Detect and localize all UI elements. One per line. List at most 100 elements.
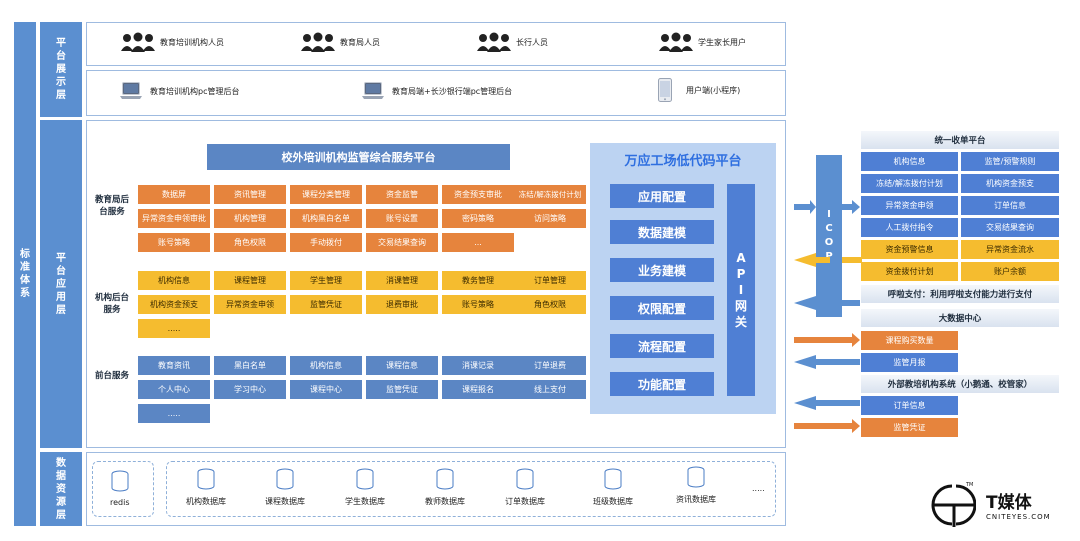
persona-label: 教育局人员 xyxy=(340,37,380,47)
frontend-item: 课程中心 xyxy=(290,380,362,399)
edu-bureau-item: 数据屏 xyxy=(138,185,210,204)
frontend-item: 课程信息 xyxy=(366,356,438,375)
arrow-left xyxy=(794,355,860,369)
database-icon xyxy=(604,468,622,490)
edu-bureau-item: 资讯管理 xyxy=(214,185,286,204)
inst-backend-item: 消课管理 xyxy=(366,271,438,290)
arrow-left xyxy=(794,296,860,310)
bigdata-title: 大数据中心 xyxy=(861,309,1059,327)
terminal-inst-pc: 教育培训机构pc管理后台 xyxy=(120,82,239,100)
terminal-bureau-pc: 教育局端+长沙银行端pc管理后台 xyxy=(362,82,512,100)
persona-bank: 长行人员 xyxy=(476,32,548,52)
frontend-item: 黑白名单 xyxy=(214,356,286,375)
standard-system-bar: 标准体系 xyxy=(14,22,36,526)
tmedia-logo: TM T媒体 CNITEYES.COM xyxy=(930,482,1070,532)
arrow-right-orange xyxy=(794,333,860,347)
external-item-voucher: 监管凭证 xyxy=(861,418,958,437)
frontend-item: 线上支付 xyxy=(514,380,586,399)
edu-bureau-item: 手动拨付 xyxy=(290,233,362,252)
inst-backend-item: 机构资金预支 xyxy=(138,295,210,314)
inst-backend-item: 机构信息 xyxy=(138,271,210,290)
redis-db: redis xyxy=(110,470,130,507)
persona-parents: 学生家长用户 xyxy=(658,32,746,52)
unified-pay-title: 统一收单平台 xyxy=(861,131,1059,149)
inst-backend-item: 异常资金申领 xyxy=(214,295,286,314)
unified-pay-item: 账户余额 xyxy=(961,262,1059,281)
db-item: 教师数据库 xyxy=(425,468,465,507)
inst-backend-item: 订单管理 xyxy=(514,271,586,290)
unified-pay-item: 人工拨付指令 xyxy=(861,218,958,237)
api-gateway: API网关 xyxy=(727,184,755,396)
external-item-orders: 订单信息 xyxy=(861,396,958,415)
laptop-icon xyxy=(362,82,384,99)
arrow-left-yellow xyxy=(842,257,862,263)
lowcode-item-biz-model: 业务建模 xyxy=(610,258,714,282)
edu-bureau-item: 冻结/解冻拨付计划 xyxy=(514,185,586,204)
db-item: 学生数据库 xyxy=(345,468,385,507)
hujia-pay: 呼啦支付：利用呼啦支付能力进行支付 xyxy=(861,285,1059,303)
edu-bureau-item: 密码策略 xyxy=(442,209,514,228)
arrow-right xyxy=(842,200,860,214)
frontend-item: 教育资讯 xyxy=(138,356,210,375)
arrow-right-orange xyxy=(794,419,860,433)
inst-backend-label: 机构后台服务 xyxy=(94,293,129,315)
database-icon xyxy=(516,468,534,490)
inst-backend-item: 学生管理 xyxy=(290,271,362,290)
lowcode-item-workflow: 流程配置 xyxy=(610,334,714,358)
people-icon xyxy=(477,32,511,52)
terminal-mini-program: 用户端(小程序) xyxy=(658,78,740,102)
db-item: 课程数据库 xyxy=(265,468,305,507)
edu-bureau-item: ... xyxy=(442,233,514,252)
frontend-item: ..... xyxy=(138,404,210,423)
standard-system-label: 标准体系 xyxy=(20,249,30,299)
layer-data-label: 数据资源层 xyxy=(40,452,82,526)
logo-url: CNITEYES.COM xyxy=(986,513,1051,521)
db-item: 班级数据库 xyxy=(593,468,633,507)
unified-pay-item: 交易结果查询 xyxy=(961,218,1059,237)
frontend-item: 消课记录 xyxy=(442,356,514,375)
people-icon xyxy=(659,32,693,52)
unified-pay-item: 异常资金申领 xyxy=(861,196,958,215)
terminal-label: 教育局端+长沙银行端pc管理后台 xyxy=(392,86,513,96)
inst-backend-item: 课程管理 xyxy=(214,271,286,290)
database-icon xyxy=(436,468,454,490)
db-item: 订单数据库 xyxy=(505,468,545,507)
edu-bureau-item: 交易结果查询 xyxy=(366,233,438,252)
db-group xyxy=(166,461,776,517)
db-more: ..... xyxy=(752,484,765,493)
lowcode-title: 万应工场低代码平台 xyxy=(624,154,742,169)
laptop-icon xyxy=(120,82,142,99)
inst-backend-item: 账号策略 xyxy=(442,295,514,314)
layer-app-label: 平台应用层 xyxy=(40,120,82,448)
arrow-right xyxy=(794,200,816,214)
edu-bureau-item: 机构管理 xyxy=(214,209,286,228)
frontend-item: 个人中心 xyxy=(138,380,210,399)
db-item: 资讯数据库 xyxy=(676,466,716,505)
logo-name: T媒体 xyxy=(986,493,1032,513)
connector-arrows xyxy=(794,200,862,433)
unified-pay-item: 异常资金流水 xyxy=(961,240,1059,259)
edu-bureau-item: 访问策略 xyxy=(514,209,586,228)
unified-pay-item: 冻结/解冻拨付计划 xyxy=(861,174,958,193)
lowcode-item-app-config: 应用配置 xyxy=(610,184,714,208)
layer-display-label: 平台展示层 xyxy=(40,22,82,117)
logo-tm: TM xyxy=(966,482,974,488)
lowcode-item-feature: 功能配置 xyxy=(610,372,714,396)
personas-panel xyxy=(86,22,786,66)
phone-icon xyxy=(658,78,672,102)
unified-pay-item: 机构资金预支 xyxy=(961,174,1059,193)
bigdata-item-course-purchase: 课程购买数量 xyxy=(861,331,958,350)
edu-bureau-item: 资金监管 xyxy=(366,185,438,204)
frontend-item: 课程报名 xyxy=(442,380,514,399)
edu-bureau-item: 账号设置 xyxy=(366,209,438,228)
frontend-item: 监管凭证 xyxy=(366,380,438,399)
terminal-label: 教育培训机构pc管理后台 xyxy=(150,86,240,96)
inst-backend-item: 教务管理 xyxy=(442,271,514,290)
edu-bureau-item: 账号策略 xyxy=(138,233,210,252)
database-icon xyxy=(197,468,215,490)
frontend-label: 前台服务 xyxy=(94,371,129,381)
unified-pay-item: 资金拨付计划 xyxy=(861,262,958,281)
inst-backend-item: 角色权限 xyxy=(514,295,586,314)
bigdata-item-monthly-report: 监管月报 xyxy=(861,353,958,372)
unified-pay-item: 机构信息 xyxy=(861,152,958,171)
